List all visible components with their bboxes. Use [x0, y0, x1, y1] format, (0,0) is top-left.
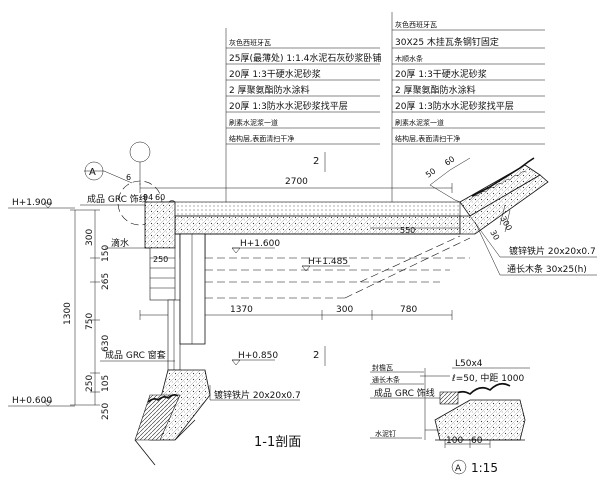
- left-dims: 1300 300 150 265 750 630 250 105 250: [63, 209, 111, 420]
- dim-left-265: 265: [101, 273, 111, 290]
- interior-dashed: [205, 235, 471, 299]
- window-sill: [134, 369, 211, 466]
- note-left-1: 灰色西班牙瓦: [229, 38, 271, 47]
- note-left-5: 20厚 1:3防水水泥砂浆找平层: [229, 100, 348, 112]
- note-right-5: 2 厚聚氨酯防水涂料: [395, 84, 476, 96]
- dim-30: 30: [488, 229, 501, 242]
- note-left-2: 25厚(最薄处) 1:1.4水泥石灰砂浆卧铺: [229, 52, 381, 64]
- dim-6: 6: [126, 173, 131, 182]
- dim-left-630: 630: [101, 335, 111, 352]
- detail-a-tag: A 1:15: [451, 459, 498, 475]
- detail-scale: 1:15: [471, 461, 498, 475]
- section-title: 1-1剖面: [254, 435, 301, 450]
- dim-250-left: 250: [153, 255, 168, 264]
- note-right-7: 刷素水泥浆一道: [395, 118, 444, 127]
- dim-left-250b: 250: [101, 403, 111, 420]
- detail-letter: A: [455, 464, 462, 474]
- note-left-7: 结构层,表面清扫干净: [229, 134, 294, 143]
- dim-left-150: 150: [101, 245, 111, 262]
- slope-mark-bottom: 2: [313, 350, 319, 361]
- dim-left-250: 250: [85, 375, 95, 392]
- dim-94: 94: [143, 193, 153, 202]
- level-0600-text: H+0.600: [12, 396, 52, 406]
- note-left-3: 20厚 1:3干硬水泥砂浆: [229, 68, 321, 80]
- detail-angle-spec: ℓ=50, 中距 1000: [451, 372, 524, 384]
- dim-300: 300: [336, 305, 353, 315]
- dim-550: 550: [400, 226, 415, 235]
- left-wall: [144, 201, 206, 371]
- dim-50: 50: [424, 166, 438, 179]
- detail-batten: 通长木条: [372, 375, 400, 384]
- detail-seal: 封檐瓦: [372, 363, 393, 372]
- label-batten-right: 通长木条 30x25(h): [507, 263, 587, 275]
- level-1900: H+1.900: [8, 198, 75, 209]
- label-galv-right: 镀锌铁片 20x20x0.7: [509, 245, 596, 257]
- notes-right-table: 灰色西班牙瓦 30X25 木挂瓦条钢钉固定 木顺水条 20厚 1:3干硬水泥砂浆…: [391, 12, 545, 220]
- label-grc-line: 成品 GRC 饰线: [87, 193, 148, 205]
- detail-dim-60: 60: [471, 436, 483, 446]
- level-1600-text: H+1.600: [240, 239, 280, 249]
- level-1485-text: H+1.485: [308, 257, 348, 267]
- note-right-8: 结构层,表面清扫干净: [395, 134, 460, 143]
- callout-a-letter: A: [89, 167, 96, 178]
- dim-60-top: 60: [155, 193, 165, 202]
- note-right-1: 灰色西班牙瓦: [395, 20, 437, 29]
- level-0850-text: H+0.850: [238, 351, 278, 361]
- dim-1370: 1370: [230, 305, 253, 315]
- dim-780: 780: [400, 305, 417, 315]
- label-drip: 滴水: [111, 237, 129, 249]
- level-0600: H+0.600: [8, 396, 75, 407]
- note-right-3: 木顺水条: [395, 54, 423, 63]
- dim-2700-text: 2700: [285, 177, 308, 187]
- dim-1300: 1300: [63, 302, 73, 325]
- dim-2700: 2700: [139, 177, 453, 193]
- level-1600: H+1.600: [231, 239, 280, 254]
- slope-mark-top: 2: [313, 156, 319, 167]
- label-galv-bottom: 镀锌铁片 20x20x0.7: [214, 389, 301, 401]
- detail-nail: 水泥钉: [375, 429, 396, 438]
- dim-left-105: 105: [101, 375, 111, 392]
- level-1485: H+1.485: [301, 257, 350, 272]
- label-grc-window: 成品 GRC 窗套: [105, 349, 166, 361]
- dim-60-right: 60: [443, 154, 457, 167]
- note-left-4: 2 厚聚氨酯防水涂料: [229, 84, 310, 96]
- detail-dim-100: 100: [446, 436, 463, 446]
- note-left-6: 刷素水泥浆一道: [229, 118, 278, 127]
- note-right-4: 20厚 1:3干硬水泥砂浆: [395, 68, 487, 80]
- notes-left-table: 灰色西班牙瓦 25厚(最薄处) 1:1.4水泥石灰砂浆卧铺 20厚 1:3干硬水…: [225, 28, 381, 182]
- note-right-6: 20厚 1:3防水水泥砂浆找平层: [395, 100, 514, 112]
- dim-left-300: 300: [85, 229, 95, 246]
- level-1900-text: H+1.900: [12, 198, 52, 208]
- dim-left-750: 750: [85, 313, 95, 330]
- level-0850: H+0.850: [231, 351, 278, 366]
- detail-grc: 成品 GRC 饰线: [374, 387, 435, 399]
- detail-angle: L50x4: [455, 359, 483, 369]
- note-right-2: 30X25 木挂瓦条钢钉固定: [395, 36, 499, 48]
- detail-a: [420, 368, 526, 448]
